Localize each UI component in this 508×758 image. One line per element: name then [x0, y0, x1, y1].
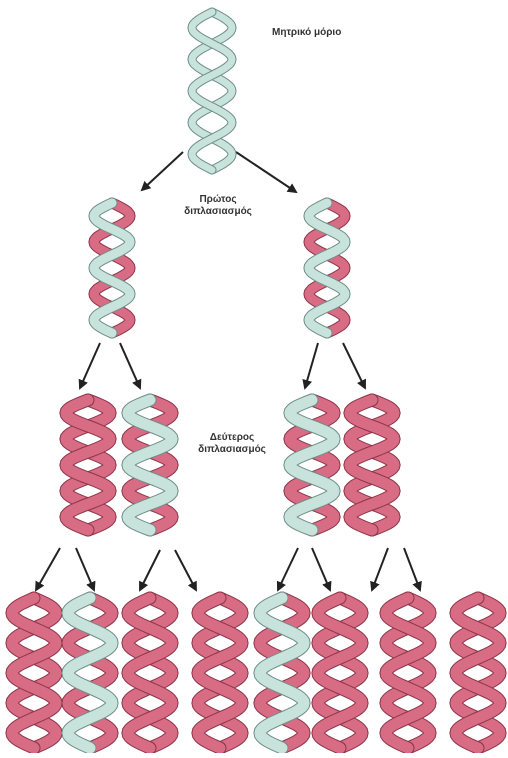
arrow-second-to-third-7 — [372, 548, 388, 590]
arrow-second-to-third-6 — [312, 548, 330, 590]
dna-molecule-first-1 — [94, 203, 130, 333]
dna-molecule-third-5 — [260, 598, 304, 748]
arrow-second-to-third-4 — [175, 550, 196, 590]
second-replication-line2: διπλασιασμός — [192, 444, 272, 456]
dna-molecule-third-4 — [198, 598, 242, 748]
dna-molecule-third-7 — [386, 598, 430, 748]
arrow-second-to-third-1 — [36, 548, 60, 590]
dna-molecule-third-1 — [12, 598, 56, 748]
first-replication-label: Πρώτος διπλασιασμός — [178, 194, 258, 218]
dna-molecule-third-6 — [318, 598, 362, 748]
arrow-first-to-second-3 — [305, 343, 318, 388]
helix-layer — [12, 12, 500, 748]
parent-molecule-text: Μητρικό μόριο — [272, 27, 341, 39]
arrow-first-to-second-2 — [120, 343, 140, 388]
arrow-second-to-third-8 — [404, 548, 420, 590]
arrow-second-to-third-3 — [140, 550, 160, 590]
arrow-second-to-third-2 — [76, 548, 94, 590]
dna-molecule-second-2 — [128, 400, 172, 530]
dna-molecule-parent-1 — [192, 12, 232, 170]
arrow-parent-to-first-left — [142, 152, 183, 190]
dna-molecule-second-1 — [66, 400, 110, 530]
dna-molecule-second-4 — [350, 400, 394, 530]
arrow-first-to-second-4 — [343, 343, 365, 388]
dna-molecule-third-3 — [128, 598, 172, 748]
dna-molecule-second-3 — [290, 400, 334, 530]
arrow-parent-to-first-right — [236, 152, 296, 192]
second-replication-line1: Δεύτερος — [192, 432, 272, 444]
arrow-second-to-third-5 — [278, 548, 298, 590]
dna-molecule-third-2 — [68, 598, 112, 748]
parent-molecule-label: Μητρικό μόριο — [272, 27, 341, 39]
first-replication-line2: διπλασιασμός — [178, 206, 258, 218]
dna-molecule-third-8 — [456, 598, 500, 748]
dna-molecule-first-2 — [309, 203, 345, 333]
first-replication-line1: Πρώτος — [178, 194, 258, 206]
second-replication-label: Δεύτερος διπλασιασμός — [192, 432, 272, 456]
arrow-first-to-second-1 — [80, 343, 100, 388]
